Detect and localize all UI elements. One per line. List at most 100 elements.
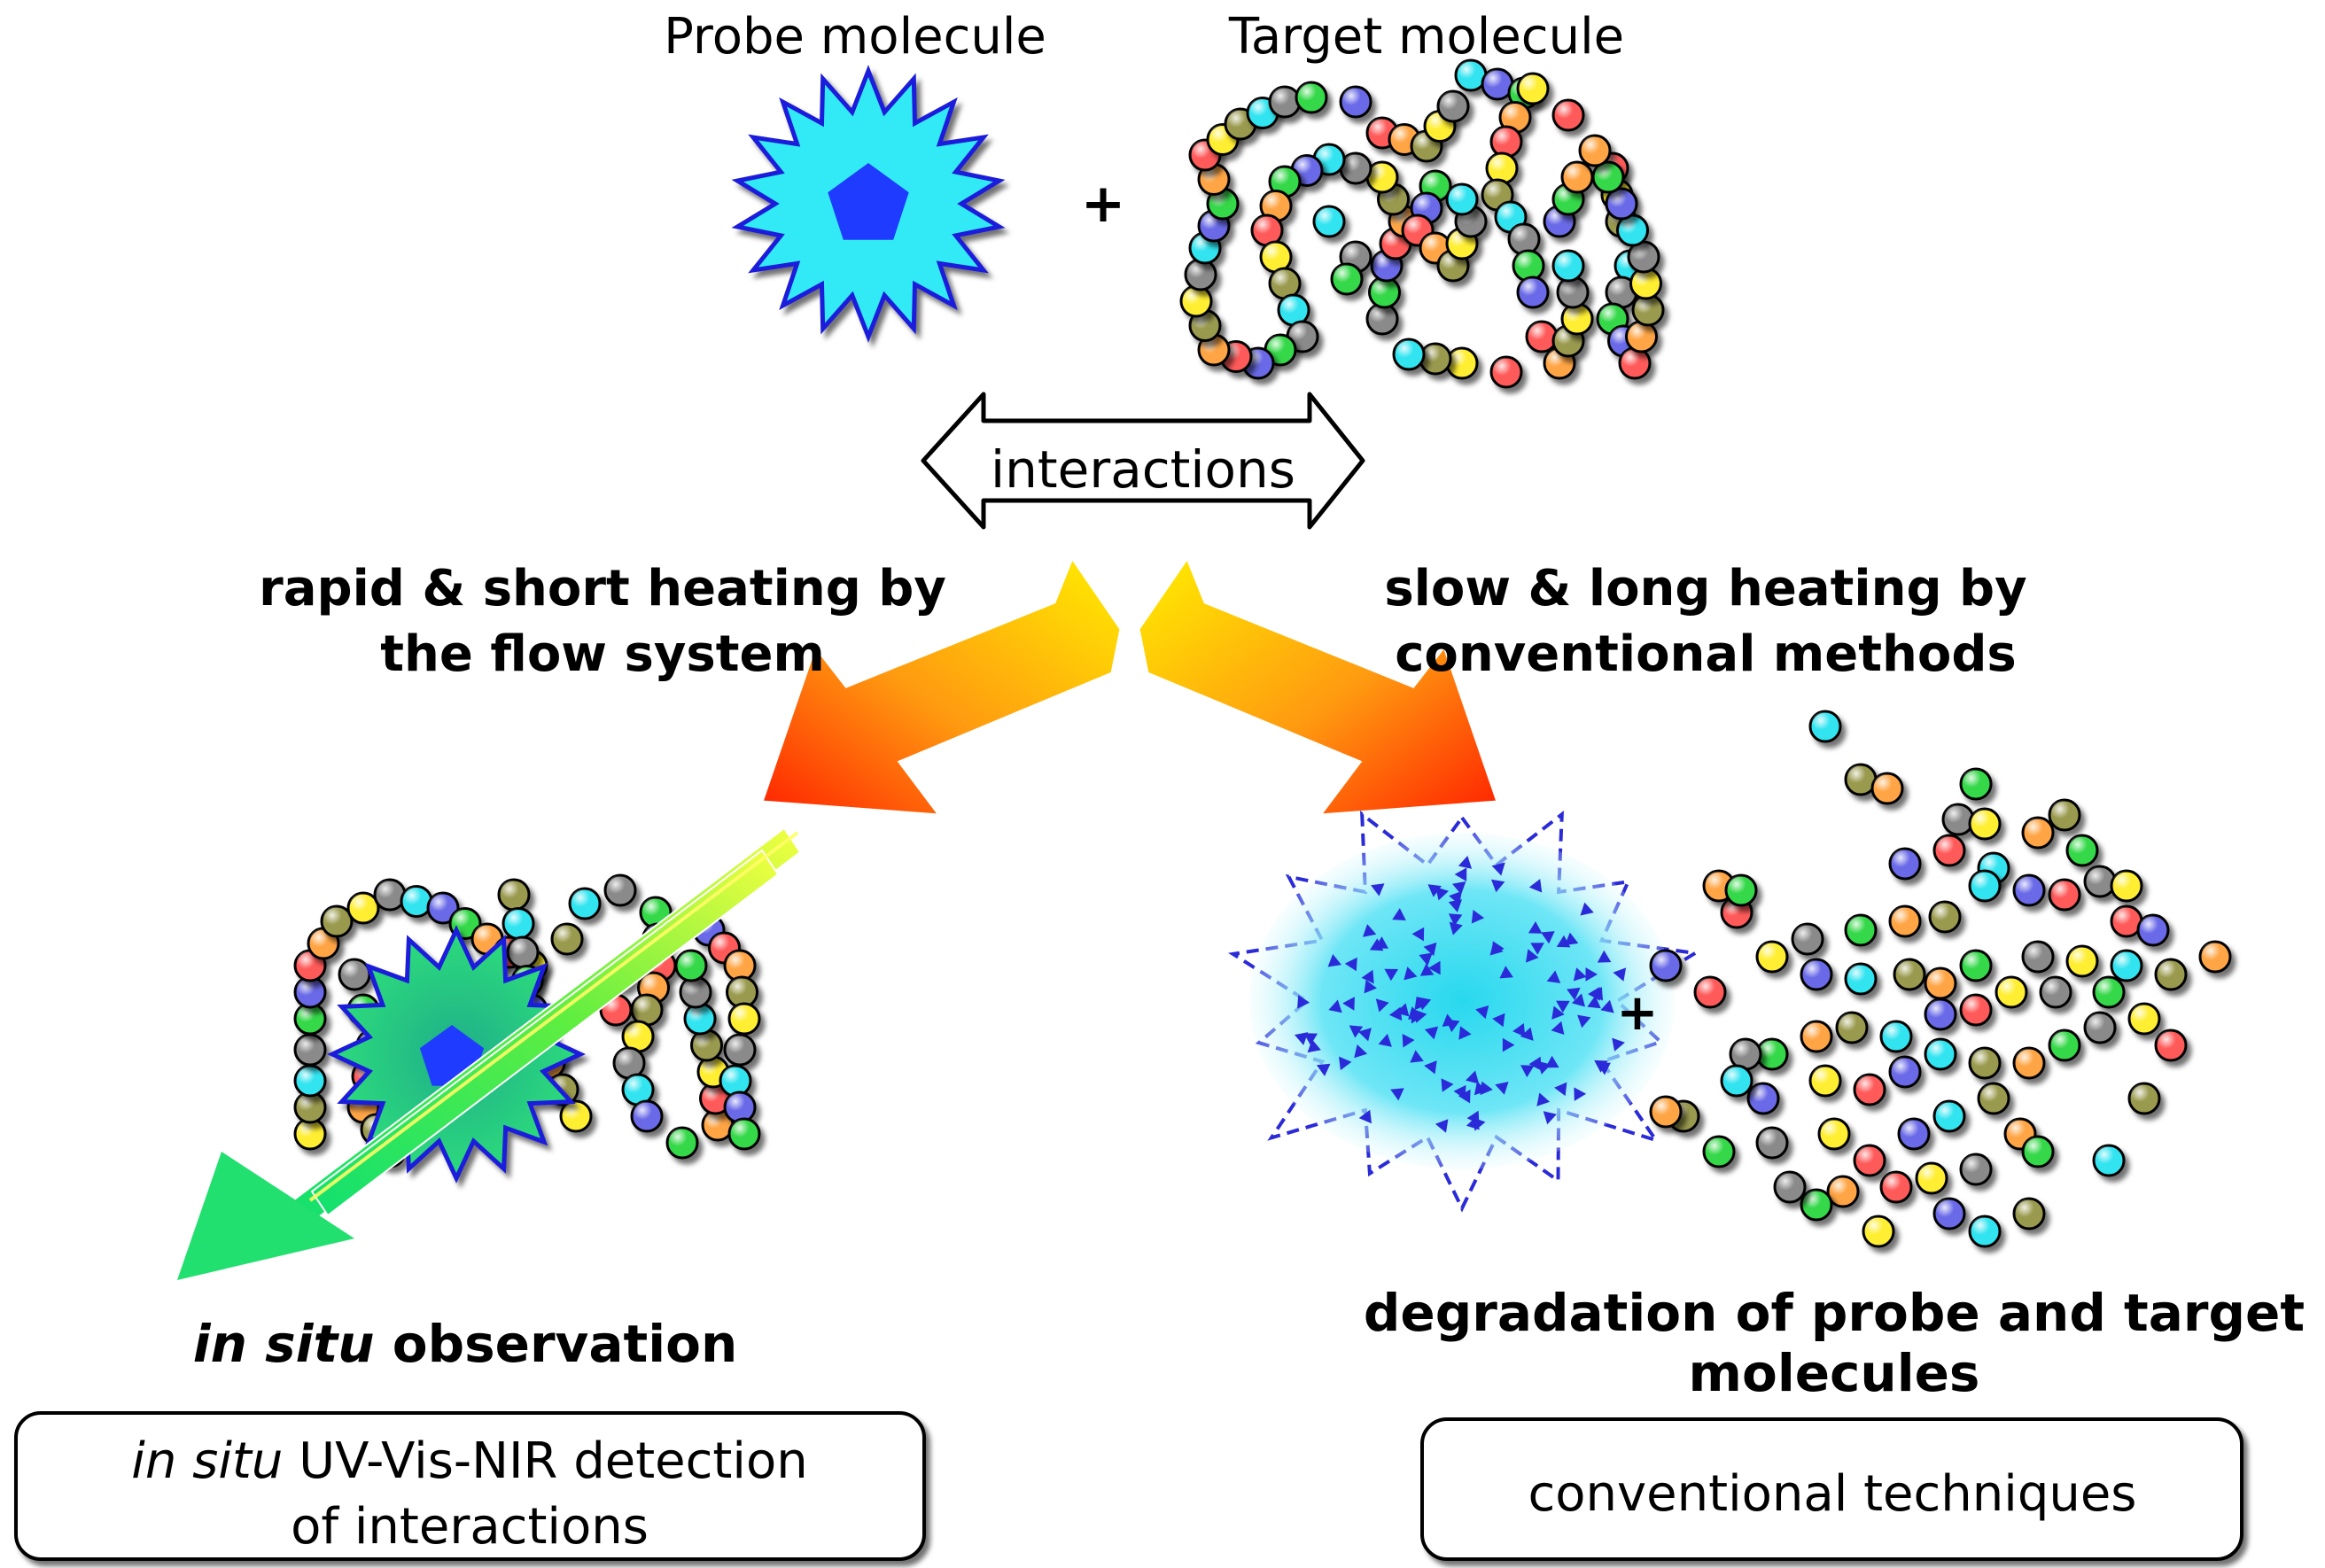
bead-highlight — [1482, 69, 1512, 99]
bead-highlight — [1881, 1021, 1911, 1052]
bead-highlight — [729, 1004, 759, 1034]
bead-highlight — [1438, 91, 1468, 121]
bead-highlight — [1500, 102, 1530, 133]
fragment-shard — [1492, 1013, 1505, 1028]
fragment-shard — [1364, 980, 1377, 994]
fragment-shard — [1564, 932, 1579, 945]
bead-highlight — [2200, 942, 2230, 972]
bead-highlight — [1894, 959, 1925, 990]
bead-highlight — [1961, 769, 1991, 799]
fragment-shard — [1410, 1050, 1424, 1063]
bead-highlight — [1199, 335, 1229, 365]
bead-highlight — [614, 1048, 644, 1078]
fragment-shard — [1378, 1033, 1392, 1047]
in-situ-observation-text: in situ observation — [193, 1314, 738, 1374]
bead-highlight — [1970, 871, 2000, 901]
bead-highlight — [1837, 1013, 1867, 1043]
bead-highlight — [2041, 977, 2071, 1007]
interactions-double-arrow: interactions — [921, 392, 1365, 530]
fragment-shard — [1536, 1092, 1551, 1106]
fragment-shard — [1612, 1037, 1625, 1052]
bead-highlight — [508, 937, 538, 967]
fragment-shard — [1458, 1026, 1472, 1040]
bead-highlight — [605, 875, 635, 905]
fragment-shard — [1363, 924, 1377, 937]
in-situ-detection-box: in situ UV-Vis-NIR detection of interact… — [14, 1411, 926, 1561]
fragment-shard — [1428, 960, 1441, 975]
bead-highlight — [1872, 773, 1902, 803]
bead-highlight — [499, 880, 529, 910]
fragment-shard — [1502, 1037, 1515, 1052]
bead-highlight — [1810, 711, 1840, 741]
bead-highlight — [1633, 295, 1663, 325]
bead-highlight — [1491, 357, 1521, 387]
fragment-shard — [1419, 963, 1435, 976]
fragment-shard — [1449, 890, 1462, 905]
bead-highlight — [720, 1066, 750, 1096]
bead-highlight — [295, 977, 325, 1007]
bead-highlight — [667, 1128, 697, 1158]
bead-highlight — [1456, 60, 1486, 90]
bead-highlight — [2049, 800, 2080, 830]
fragment-shard — [1574, 1087, 1587, 1101]
bead-highlight — [1509, 224, 1539, 254]
fragment-shard — [1543, 1111, 1557, 1125]
bead-highlight — [401, 886, 432, 917]
bead-highlight — [1855, 1075, 1885, 1105]
fragment-shard — [1361, 969, 1374, 984]
fragment-shard — [1585, 967, 1598, 982]
bead-highlight — [725, 1035, 755, 1065]
bead-highlight — [570, 889, 600, 919]
bead-highlight — [632, 1101, 662, 1131]
bead-highlight — [1961, 995, 1991, 1025]
bead-highlight — [1934, 1101, 1964, 1131]
bead-highlight — [1491, 127, 1521, 157]
bead-highlight — [1730, 1039, 1761, 1069]
fragment-shard — [1392, 908, 1406, 920]
fragment-shard — [1472, 1117, 1486, 1131]
probe-molecule-label: Probe molecule — [664, 8, 1046, 66]
fragment-shard — [1435, 1119, 1449, 1133]
bead-highlight — [2094, 977, 2124, 1007]
bead-highlight — [1775, 1172, 1805, 1202]
bead-highlight — [1562, 162, 1592, 192]
bead-highlight — [1925, 999, 1956, 1029]
bead-highlight — [339, 959, 369, 990]
fragment-shard — [1528, 921, 1543, 934]
fragment-shard — [1328, 999, 1342, 1013]
bead-highlight — [1252, 215, 1282, 245]
bead-highlight — [1899, 1119, 1929, 1149]
bead-highlight — [1855, 1145, 1885, 1176]
bead-highlight — [1629, 242, 1659, 272]
bead-highlight — [676, 951, 706, 981]
top-plus-sign: + — [1081, 173, 1125, 235]
bead-highlight — [1925, 1039, 1956, 1069]
degradation-text-line2: molecules — [1689, 1343, 1980, 1403]
bead-highlight — [1270, 268, 1300, 299]
bead-highlight — [1961, 951, 1991, 981]
bead-highlight — [1261, 190, 1291, 221]
probe-pentagon-icon — [828, 163, 909, 240]
bead-highlight — [375, 880, 405, 910]
fragment-shard — [1413, 1009, 1427, 1023]
fragment-shard — [1556, 1000, 1570, 1013]
fragment-shard — [1474, 1081, 1488, 1096]
right-heating-text-line1: slow & long heating by — [1384, 560, 2026, 617]
bead-highlight — [2023, 1137, 2053, 1167]
bead-highlight — [1553, 251, 1583, 281]
fragment-shard — [1374, 936, 1388, 949]
fragment-shard — [1317, 1063, 1331, 1076]
bead-highlight — [1369, 277, 1400, 307]
fragment-shard — [1597, 950, 1612, 963]
bead-highlight — [1394, 339, 1424, 369]
fragment-shard — [1577, 1014, 1591, 1029]
conventional-techniques-box: conventional techniques — [1420, 1417, 2243, 1561]
bead-highlight — [1810, 1066, 1840, 1096]
target-molecule-chain — [1179, 58, 1665, 389]
bead-highlight — [2085, 866, 2115, 897]
fragment-shard — [1414, 996, 1427, 1011]
fragment-shard — [1375, 998, 1389, 1013]
fragment-shard — [1567, 987, 1581, 1001]
bead-highlight — [1553, 100, 1583, 130]
fragment-shard — [1471, 910, 1485, 924]
